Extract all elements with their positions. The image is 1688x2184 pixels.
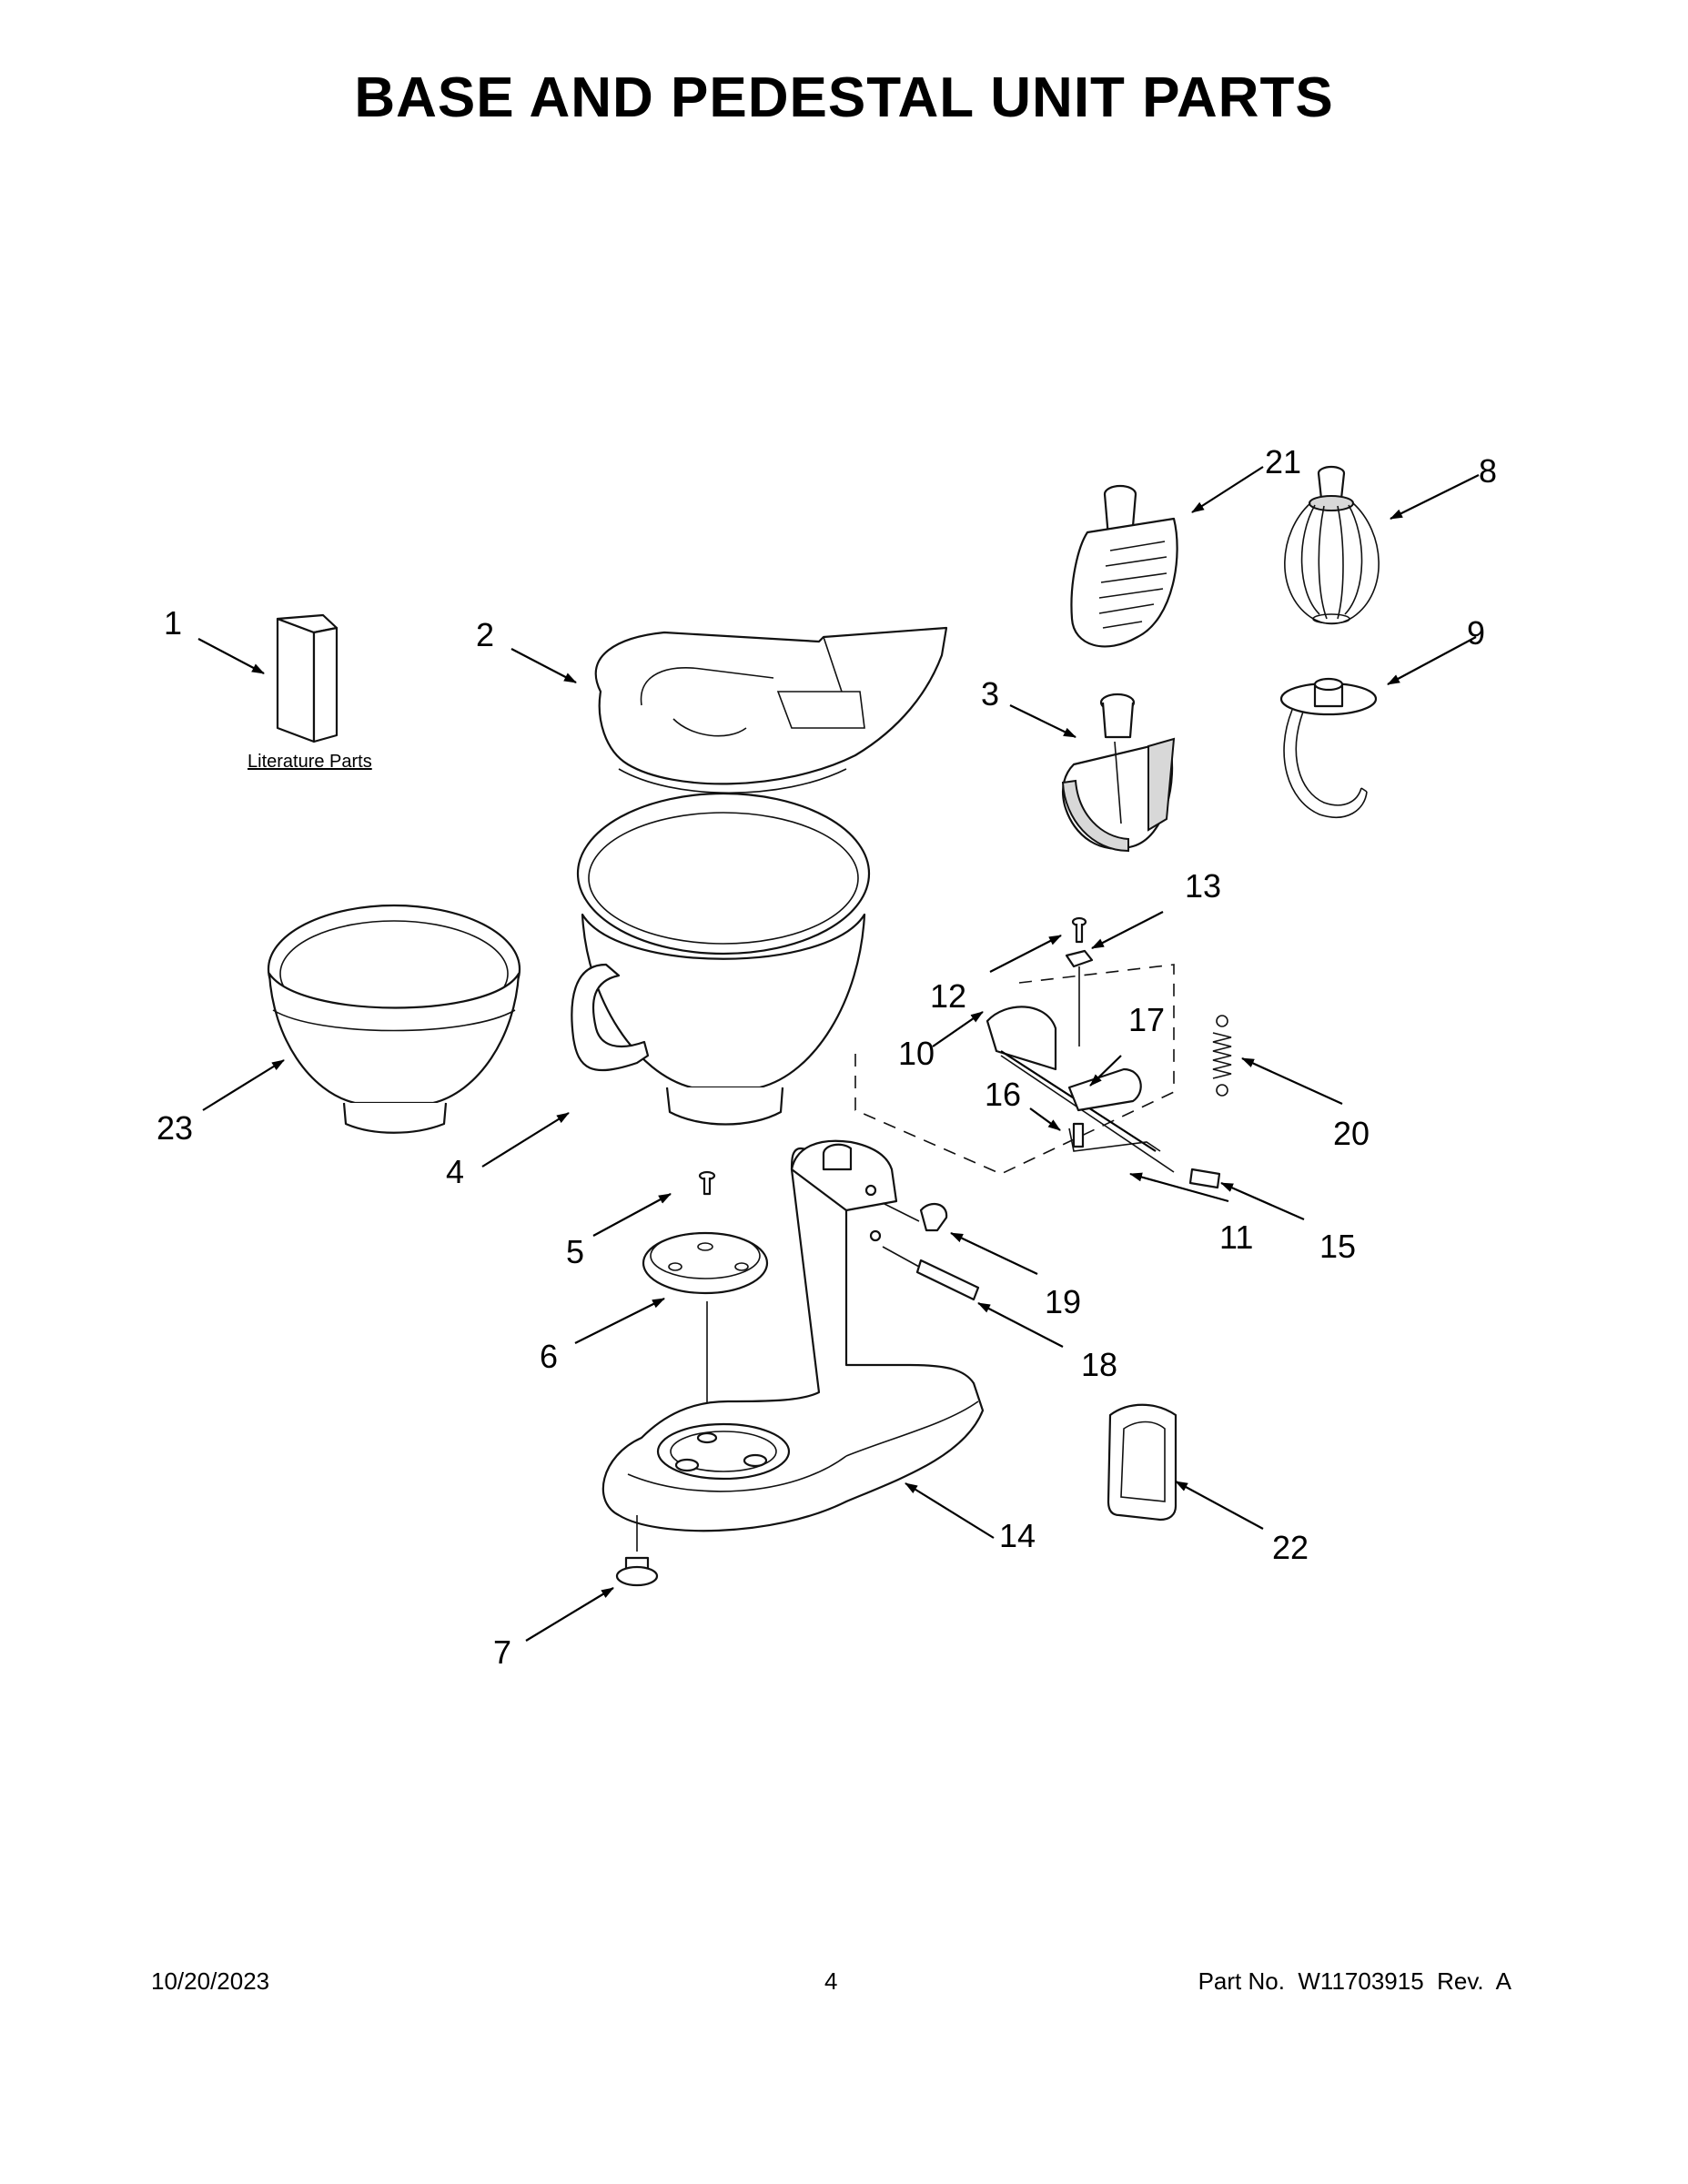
callout-22: 22 xyxy=(1272,1529,1309,1566)
coated-flat-beater-part xyxy=(1070,484,1178,648)
clamp-plate-part xyxy=(642,1231,769,1420)
callout-19: 19 xyxy=(1045,1283,1081,1320)
callout-21: 21 xyxy=(1265,443,1301,480)
callout-6: 6 xyxy=(540,1338,558,1375)
footer-part-number: Part No. W11703915 Rev. A xyxy=(1198,1967,1511,1995)
wire-whip-part xyxy=(1284,465,1380,625)
flex-edge-beater-part xyxy=(1061,693,1176,853)
callout-3: 3 xyxy=(981,675,999,713)
pedestal-base-part xyxy=(601,1139,985,1532)
mixing-bowl-with-handle-part xyxy=(571,792,871,1126)
bowl-clamp-screw-part xyxy=(698,1170,716,1196)
stainless-bowl-part xyxy=(267,904,521,1134)
callout-11: 11 xyxy=(1219,1218,1253,1256)
screw-and-washer-part xyxy=(1065,916,1094,1046)
callout-numbers: 1 2 3 4 5 6 7 8 9 10 11 12 13 14 15 16 1… xyxy=(157,443,1497,1671)
callout-2: 2 xyxy=(476,616,494,653)
trim-band-part xyxy=(1107,1403,1178,1522)
hinge-assembly-part xyxy=(854,964,1221,1189)
lock-lever-and-pin-part xyxy=(882,1202,980,1301)
callout-1: 1 xyxy=(164,604,182,642)
callout-10: 10 xyxy=(898,1035,935,1072)
page-title: BASE AND PEDESTAL UNIT PARTS xyxy=(354,66,1334,129)
spring-part xyxy=(1212,1015,1232,1097)
callout-5: 5 xyxy=(566,1233,584,1270)
callout-9: 9 xyxy=(1467,614,1485,652)
callout-23: 23 xyxy=(157,1109,193,1147)
literature-parts-box xyxy=(276,613,339,743)
literature-parts-label: Literature Parts xyxy=(248,752,372,772)
callout-leader-lines xyxy=(197,466,1480,1642)
callout-17: 17 xyxy=(1128,1001,1165,1038)
callout-4: 4 xyxy=(446,1153,464,1190)
callout-8: 8 xyxy=(1479,452,1497,490)
callout-20: 20 xyxy=(1333,1115,1370,1152)
callout-12: 12 xyxy=(930,977,966,1015)
dough-hook-part xyxy=(1279,677,1378,818)
footer-page-number: 4 xyxy=(824,1967,838,1995)
callout-16: 16 xyxy=(985,1076,1021,1113)
callout-13: 13 xyxy=(1185,867,1221,905)
pouring-shield-part xyxy=(594,626,948,794)
callout-15: 15 xyxy=(1319,1228,1356,1265)
footer-date: 10/20/2023 xyxy=(151,1967,270,1995)
callout-18: 18 xyxy=(1081,1346,1117,1383)
rubber-foot-part xyxy=(615,1515,659,1587)
callout-14: 14 xyxy=(999,1517,1036,1554)
callout-7: 7 xyxy=(493,1633,511,1671)
